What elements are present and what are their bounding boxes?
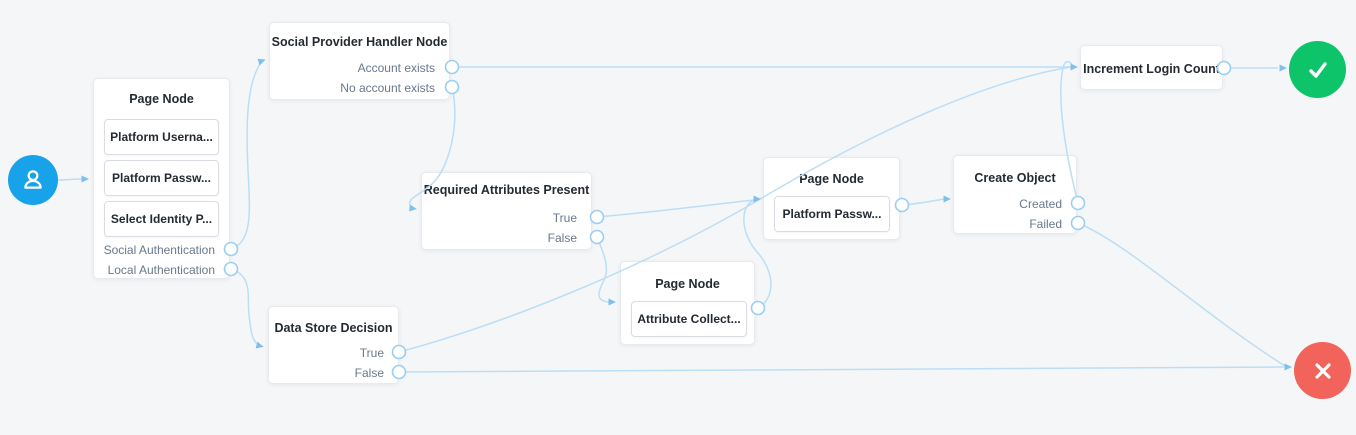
edge-password-page-to-create-object xyxy=(901,198,945,206)
failure-node[interactable] xyxy=(1294,342,1351,399)
check-icon xyxy=(1308,61,1327,78)
node-item-attribute-collector[interactable]: Attribute Collect... xyxy=(631,301,747,337)
output-label-true: True xyxy=(359,346,384,360)
arrowhead xyxy=(608,298,616,306)
node-title: Page Node xyxy=(799,172,864,186)
node-title: Data Store Decision xyxy=(274,321,393,335)
edge-data-store-false-to-failure xyxy=(398,366,1285,373)
output-label-social-authentication: Social Authentication xyxy=(103,243,215,257)
arrowhead xyxy=(753,195,761,203)
arrowhead xyxy=(409,204,417,212)
node-page-login[interactable]: Page Node Platform Userna... Platform Pa… xyxy=(93,78,230,279)
node-title: Page Node xyxy=(129,92,194,106)
arrowhead xyxy=(257,58,266,66)
arrowhead xyxy=(1279,64,1287,72)
node-create-object[interactable]: Create Object Created Failed xyxy=(953,155,1077,234)
node-page-attribute-collector[interactable]: Page Node Attribute Collect... xyxy=(620,261,755,345)
output-label-no-account-exists: No account exists xyxy=(340,81,435,95)
node-title: Page Node xyxy=(655,277,720,291)
output-label-account-exists: Account exists xyxy=(357,61,435,75)
output-label-false: False xyxy=(547,231,577,245)
arrowhead xyxy=(1070,63,1078,71)
arrowhead xyxy=(943,195,951,203)
node-item-select-identity-provider[interactable]: Select Identity P... xyxy=(104,201,219,237)
output-label-false: False xyxy=(354,366,384,380)
node-title: Create Object xyxy=(974,171,1056,185)
output-port-required-false[interactable] xyxy=(589,229,605,245)
node-increment-login-count[interactable]: Increment Login Count xyxy=(1080,45,1223,90)
edge-social-auth-to-provider-handler xyxy=(230,63,261,250)
output-label-true: True xyxy=(552,211,577,225)
node-social-provider-handler[interactable]: Social Provider Handler Node Account exi… xyxy=(269,22,450,100)
node-required-attributes-present[interactable]: Required Attributes Present True False xyxy=(421,172,592,250)
edge-start-to-page xyxy=(57,178,83,181)
node-data-store-decision[interactable]: Data Store Decision True False xyxy=(268,306,399,384)
output-label-local-authentication: Local Authentication xyxy=(107,263,215,277)
node-page-password-collector[interactable]: Page Node Platform Passw... xyxy=(763,157,900,240)
edge-local-auth-to-data-store xyxy=(230,268,258,345)
node-title: Social Provider Handler Node xyxy=(271,35,448,49)
start-node[interactable] xyxy=(8,155,58,205)
node-item-platform-password[interactable]: Platform Passw... xyxy=(104,160,219,196)
node-item-platform-username[interactable]: Platform Userna... xyxy=(104,119,219,155)
node-title: Increment Login Count xyxy=(1083,62,1220,76)
arrowhead xyxy=(1284,363,1292,371)
output-label-created: Created xyxy=(1019,197,1062,211)
edge-failed-to-failure xyxy=(1077,222,1286,367)
edge-required-true-to-password-page xyxy=(596,199,755,218)
arrowhead xyxy=(81,175,89,183)
user-icon xyxy=(24,170,42,189)
arrowhead xyxy=(255,341,264,349)
output-label-failed: Failed xyxy=(1029,217,1062,231)
node-item-platform-password[interactable]: Platform Passw... xyxy=(774,196,890,232)
output-port-required-true[interactable] xyxy=(589,209,605,225)
edge-required-false-to-attribute-page xyxy=(596,236,610,303)
success-node[interactable] xyxy=(1289,41,1346,98)
node-title: Required Attributes Present xyxy=(423,183,590,197)
x-icon xyxy=(1314,362,1331,379)
